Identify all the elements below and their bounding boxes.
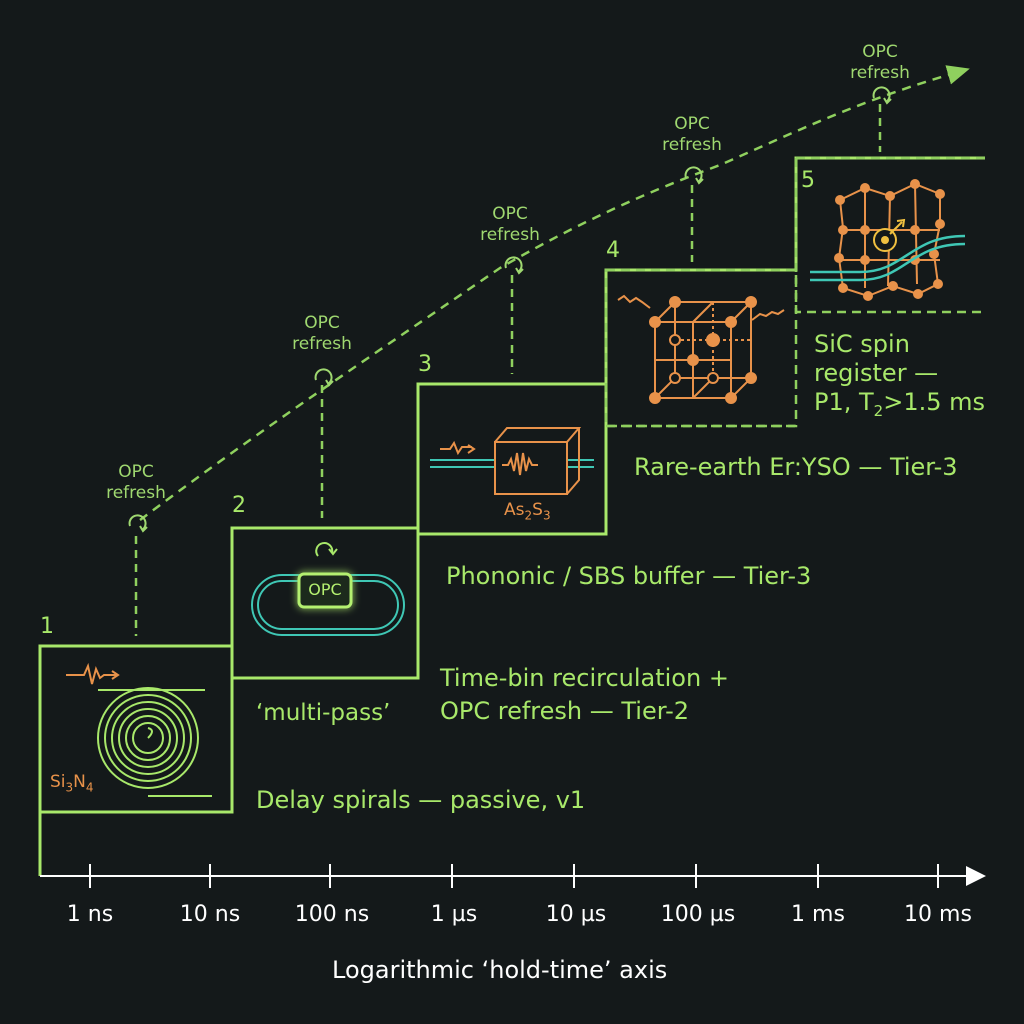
opc-module-icon: [297, 572, 353, 609]
axis-tick-label: 10 µs: [545, 902, 607, 927]
stage-2-number: 2: [232, 493, 246, 518]
crystal-lattice-icon: [617, 294, 785, 404]
refresh-cycle-icon: [314, 368, 334, 387]
stage-3-material: As2S3: [504, 500, 551, 523]
stage-5-label: SiC spin register — P1, T2>1.5 ms: [814, 330, 986, 420]
axis-tick-label: 1 ns: [66, 902, 114, 927]
refresh-cycle-icon: [315, 542, 338, 557]
axis-tick-label: 100 ns: [294, 902, 370, 927]
stage-3-box: [416, 382, 608, 536]
waveguide-channel-icon: [810, 234, 966, 282]
axis-tick-label: 10 ms: [904, 902, 972, 927]
stage-4-box: [604, 268, 798, 428]
opc-badge-text: OPC: [308, 580, 342, 599]
axis-tick-label: 1 ms: [791, 902, 845, 927]
stage-4-label: Rare-earth Er:YSO — Tier-3: [634, 453, 958, 481]
pulse-arrow-icon: [66, 662, 120, 685]
stage-1-box: [38, 644, 234, 814]
axis-ticks: [89, 864, 939, 888]
stage-4-number: 4: [606, 238, 620, 263]
axis-tick-label: 100 µs: [660, 902, 736, 927]
stage-3-number: 3: [418, 352, 432, 377]
spiral-waveguide-icon: [97, 687, 212, 797]
axis-tick-label: 10 ns: [179, 902, 241, 927]
stage-3-label: Phononic / SBS buffer — Tier-3: [446, 562, 812, 590]
stage-5-number: 5: [801, 168, 815, 193]
refresh-cycle-icon: [504, 256, 524, 275]
stage-2-note: ‘multi-pass’: [256, 700, 391, 726]
refresh-cycle-icon: [684, 166, 704, 185]
acoustic-cube-icon: [430, 427, 594, 495]
stage-1-number: 1: [40, 614, 54, 639]
axis-tick-label: 1 µs: [430, 902, 478, 927]
stage-1-material: Si3N4: [50, 772, 94, 795]
refresh-cycle-icon: [872, 86, 892, 105]
refresh-cycle-icon: [128, 514, 148, 533]
stage-5-box: [794, 156, 985, 314]
spin-marker-icon: [873, 218, 906, 252]
stage-1-label: Delay spirals — passive, v1: [256, 786, 586, 814]
stage-2-box: [230, 526, 420, 680]
axis-title: Logarithmic ‘hold-time’ axis: [332, 956, 668, 984]
spin-lattice-icon: [834, 179, 945, 301]
stage-2-label: Time-bin recirculation +OPC refresh — Ti…: [440, 664, 729, 725]
